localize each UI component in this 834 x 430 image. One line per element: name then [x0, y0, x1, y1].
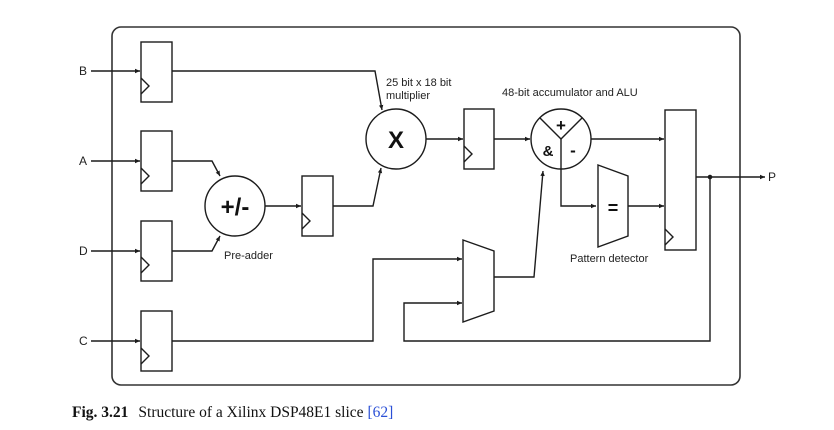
preadder-label: Pre-adder	[224, 250, 273, 262]
register-d	[140, 220, 173, 282]
alu-minus-symbol: -	[570, 141, 576, 160]
alu-label: 48-bit accumulator and ALU	[502, 87, 638, 99]
alu-and-symbol: &	[543, 143, 554, 160]
pattern-symbol: =	[608, 198, 619, 218]
output-p-label: P	[768, 170, 776, 184]
slice-boundary	[111, 26, 741, 386]
register-p	[664, 109, 697, 251]
wire-c-to-mux	[172, 256, 462, 342]
wire-d-to-preadder	[172, 235, 221, 252]
wire-b-to-multiplier	[172, 70, 384, 111]
input-d-label: D	[79, 244, 88, 258]
citation-link[interactable]: [62]	[367, 404, 394, 421]
pattern-detector: =	[597, 163, 629, 249]
register-c	[140, 310, 173, 372]
wire-feedback	[403, 177, 711, 342]
wire-a-to-preadder	[172, 160, 221, 177]
alu: + & -	[530, 108, 592, 170]
multiplier-symbol: X	[388, 127, 404, 154]
multiplier: X	[365, 108, 427, 170]
register-m	[463, 108, 495, 170]
input-mux	[462, 239, 495, 323]
preadder-symbol: +/-	[221, 194, 250, 221]
pattern-detector-label: Pattern detector	[570, 253, 649, 265]
figure-number: Fig. 3.21	[72, 404, 129, 421]
wire-mux-to-alu	[494, 170, 545, 278]
register-a	[140, 130, 173, 192]
register-b	[140, 41, 173, 103]
wire-alu-to-pattern	[560, 169, 596, 209]
input-b-label: B	[79, 64, 87, 78]
wire-ad-to-multiplier	[333, 167, 383, 207]
multiplier-label-line1: 25 bit x 18 bit	[386, 77, 451, 89]
figure-caption: Fig. 3.21 Structure of a Xilinx DSP48E1 s…	[72, 404, 393, 422]
preadder: +/-	[204, 175, 266, 237]
alu-plus-symbol: +	[556, 116, 566, 135]
input-a-label: A	[79, 154, 87, 168]
multiplier-label-line2: multiplier	[386, 90, 430, 102]
input-c-label: C	[79, 334, 88, 348]
caption-text: Structure of a Xilinx DSP48E1 slice	[138, 404, 368, 421]
register-ad	[301, 175, 334, 237]
